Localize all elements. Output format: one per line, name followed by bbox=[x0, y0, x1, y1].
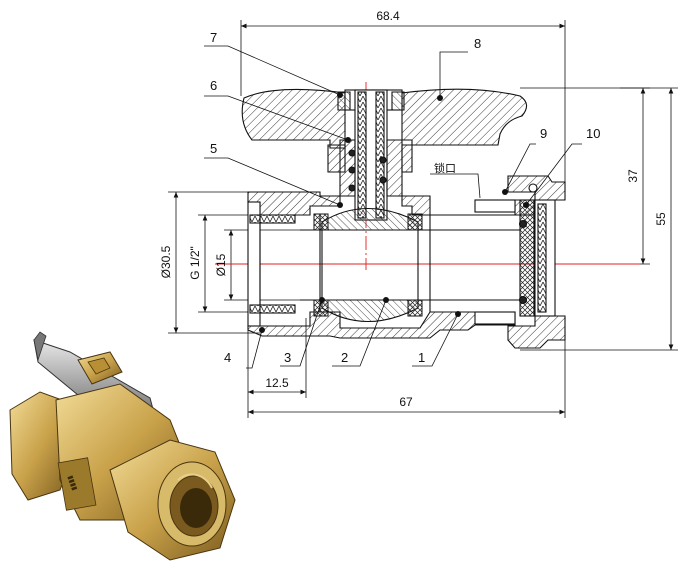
leader-lines bbox=[204, 45, 582, 369]
callout-1: 1 bbox=[418, 350, 425, 365]
lock-label: 锁口 bbox=[434, 161, 456, 175]
callout-6: 6 bbox=[210, 78, 217, 93]
leader-dots bbox=[259, 92, 529, 333]
dim-thread-size: G 1/2" bbox=[188, 246, 202, 280]
dim-overall-top: 68.4 bbox=[376, 9, 400, 23]
dimension-lines bbox=[168, 20, 678, 418]
callout-3: 3 bbox=[284, 350, 291, 365]
callout-2: 2 bbox=[341, 350, 348, 365]
ball bbox=[321, 208, 419, 322]
union-nut bbox=[474, 175, 566, 349]
callout-7: 7 bbox=[210, 30, 217, 45]
seats bbox=[313, 213, 423, 317]
callout-4: 4 bbox=[224, 350, 231, 365]
callout-10: 10 bbox=[586, 126, 600, 141]
dim-outer-diameter: Ø30.5 bbox=[159, 245, 173, 278]
callout-8: 8 bbox=[474, 36, 481, 51]
stem-assembly bbox=[327, 89, 413, 221]
dim-overall-bottom: 67 bbox=[399, 395, 413, 409]
product-photo: ▮▮▮▮ bbox=[9, 331, 236, 561]
dim-bore: Ø15 bbox=[214, 253, 228, 276]
callout-5: 5 bbox=[210, 141, 217, 156]
callout-9: 9 bbox=[540, 126, 547, 141]
dim-total-height: 55 bbox=[654, 212, 668, 226]
dim-handle-to-axis: 37 bbox=[626, 169, 640, 183]
dim-thread-length: 12.5 bbox=[265, 376, 289, 390]
